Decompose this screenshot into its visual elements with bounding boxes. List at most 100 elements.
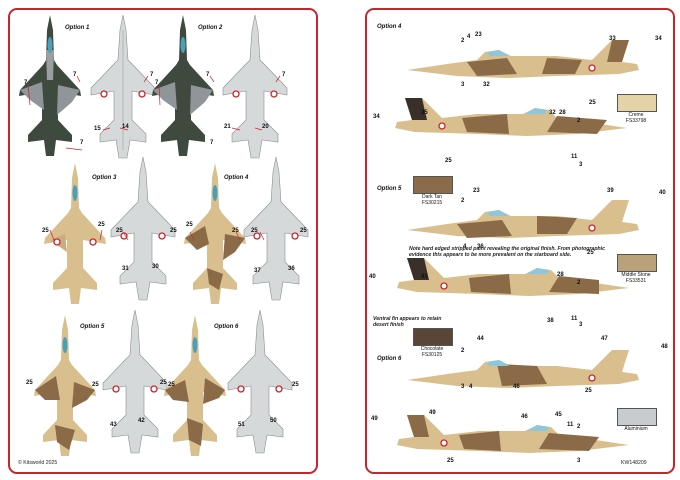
- callout: 47: [601, 336, 608, 342]
- swatch-creme-code: FS33798: [625, 118, 647, 124]
- callout: 25: [42, 228, 49, 234]
- callout: 25: [116, 228, 123, 234]
- swatch-aluminium-name: Aluminium: [624, 426, 648, 432]
- callout: 2: [577, 280, 581, 286]
- callout: 25: [26, 380, 33, 386]
- callout: 30: [152, 264, 159, 270]
- callout: 7: [282, 72, 286, 78]
- callout: 20: [262, 124, 269, 130]
- option-4-label: Option 4: [224, 175, 249, 181]
- callout: 3: [461, 384, 465, 390]
- callout: 23: [475, 32, 482, 38]
- callout: 38: [547, 318, 554, 324]
- callout: 11: [571, 316, 578, 322]
- callout: 7: [24, 80, 28, 86]
- callout: 2: [577, 118, 581, 124]
- callout: 33: [609, 36, 616, 42]
- callout: 25: [292, 382, 299, 388]
- right-decal-sheet: Option 4 Option 5 Option 6 2 4 23 33 34 …: [365, 8, 675, 474]
- callout: 2: [461, 198, 465, 204]
- swatch-dark-tan-name: Dark Tan: [422, 194, 442, 200]
- callout: 49: [371, 416, 378, 422]
- swatch-chocolate-code: FS30125: [421, 352, 443, 358]
- callout: 40: [369, 274, 376, 280]
- callout: 11: [571, 154, 578, 160]
- option-1-label: Option 1: [65, 25, 90, 31]
- callout: 46: [513, 384, 520, 390]
- callout: 2: [461, 348, 465, 354]
- callout: 4: [469, 384, 473, 390]
- catalog-number: KW148209: [621, 460, 647, 466]
- callout: 32: [549, 110, 556, 116]
- callout: 25: [587, 250, 594, 256]
- swatch-creme: [617, 94, 657, 112]
- callout: 25: [589, 100, 596, 106]
- callout: 25: [232, 228, 239, 234]
- callout-leaders: [27, 75, 281, 241]
- callout: 36: [477, 244, 484, 250]
- note-stripped-paint: Note hard edged stripped paint revealing…: [409, 246, 605, 258]
- callout: 4: [463, 244, 467, 250]
- swatch-creme-name: Creme: [628, 112, 644, 118]
- option-5-label: Option 5: [80, 324, 105, 330]
- callout: 45: [555, 412, 562, 418]
- callout: 34: [655, 36, 662, 42]
- option-6-label: Option 6: [214, 324, 239, 330]
- callout: 25: [168, 382, 175, 388]
- side-profile-2: [395, 98, 627, 136]
- side-view-drawings: [395, 40, 639, 453]
- option-4-label: Option 4: [377, 24, 402, 30]
- callout: 31: [122, 266, 129, 272]
- option-6-underside: [227, 309, 293, 454]
- side-profile-6: [397, 415, 629, 453]
- callout: 3: [579, 162, 583, 168]
- callout: 43: [110, 422, 117, 428]
- callout: 25: [445, 158, 452, 164]
- callout: 44: [477, 336, 484, 342]
- callout: 25: [300, 228, 307, 234]
- callout: 3: [579, 322, 583, 328]
- swatch-chocolate: [413, 328, 453, 346]
- option-6-top-view: [164, 315, 226, 456]
- side-profile-5: [407, 350, 639, 388]
- callout: 36: [288, 266, 295, 272]
- callout: 28: [557, 272, 564, 278]
- callout: 39: [607, 188, 614, 194]
- callout: 28: [559, 110, 566, 116]
- callout: 7: [206, 72, 210, 78]
- note-ventral-fin: Ventral fin appears to retain desert fin…: [373, 316, 442, 328]
- callout: 11: [567, 422, 574, 428]
- callout: 7: [73, 72, 77, 78]
- callout: 23: [473, 188, 480, 194]
- option-2-underside: [222, 14, 288, 159]
- callout: 35: [421, 110, 428, 116]
- top-view-drawings: [19, 14, 309, 456]
- option-2-label: Option 2: [198, 25, 223, 31]
- option-3-top-view: [44, 163, 106, 304]
- swatch-aluminium: [617, 408, 657, 426]
- callout: 21: [224, 124, 231, 130]
- callout: 25: [92, 382, 99, 388]
- option-6-label: Option 6: [377, 356, 402, 362]
- callout: 25: [447, 458, 454, 464]
- callout: 34: [373, 114, 380, 120]
- callout: 46: [521, 414, 528, 420]
- swatch-chocolate-name: Chocolate: [420, 346, 444, 352]
- swatch-middle-stone-name: Middle Stone: [621, 272, 651, 278]
- callout: 42: [138, 418, 145, 424]
- option-5-label: Option 5: [377, 186, 402, 192]
- callout: 25: [186, 222, 193, 228]
- option-5-underside: [102, 309, 168, 454]
- swatch-middle-stone: [617, 254, 657, 272]
- callout: 3: [577, 458, 581, 464]
- callout: 7: [210, 140, 214, 146]
- option-2-top-view: [152, 15, 214, 156]
- callout: 40: [659, 190, 666, 196]
- callout: 2: [577, 424, 581, 430]
- callout: 25: [160, 380, 167, 386]
- callout: 48: [661, 344, 668, 350]
- callout: 25: [170, 228, 177, 234]
- swatch-dark-tan: [413, 176, 453, 194]
- callout: 49: [429, 410, 436, 416]
- callout: 7: [80, 140, 84, 146]
